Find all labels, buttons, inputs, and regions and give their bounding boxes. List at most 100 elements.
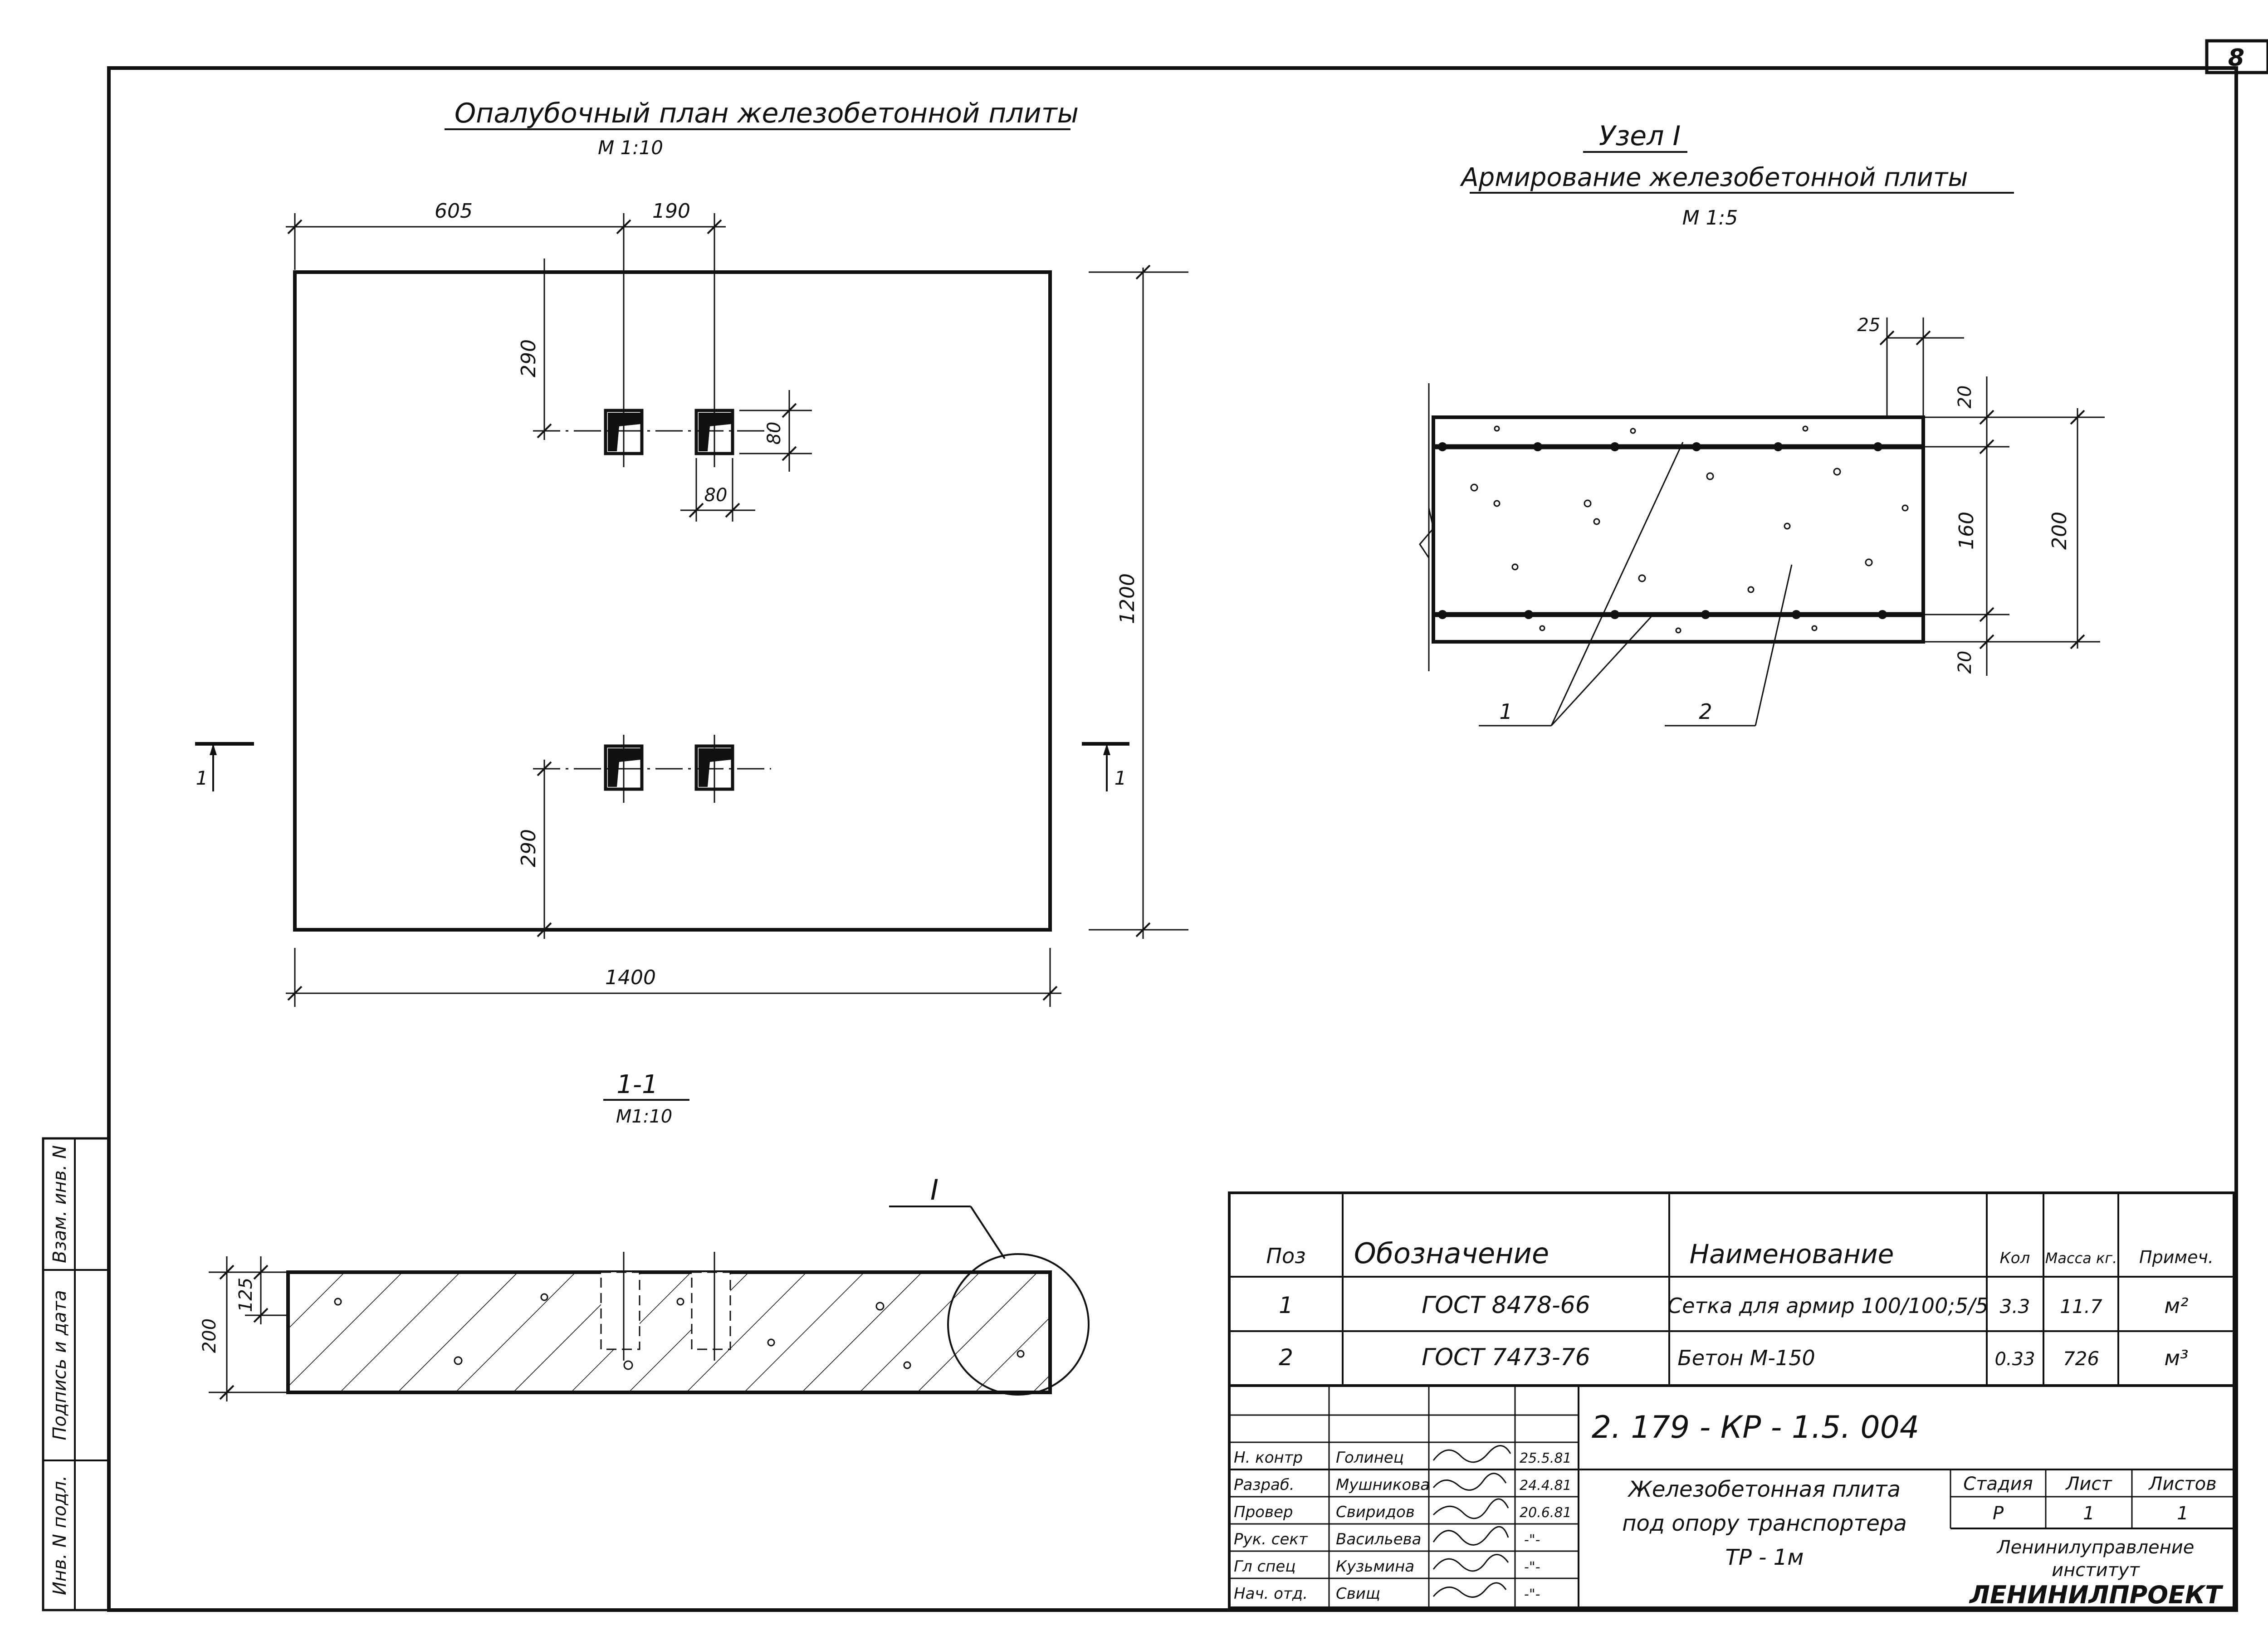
svg-text:1: 1 <box>196 767 208 789</box>
spec-header-name: Наименование <box>1690 1239 1894 1269</box>
side-stamp: Инв. N подл. Подпись и дата Взам. инв. N <box>42 1137 110 1611</box>
plan-openings <box>533 399 771 803</box>
org-line-1: Ленинилуправление <box>1996 1537 2195 1558</box>
spec-row-2-designation: ГОСТ 7473-76 <box>1422 1344 1590 1371</box>
dim-1200: 1200 <box>1116 573 1139 624</box>
date-2: 24.4.81 <box>1520 1478 1572 1494</box>
date-4: -"- <box>1524 1532 1540 1548</box>
section-dim-125: 125 <box>235 1278 256 1312</box>
plan-title: Опалубочный план железобетонной плиты <box>455 98 1079 129</box>
document-code: 2. 179 - КР - 1.5. 004 <box>1592 1410 1919 1445</box>
dim-290-bottom: 290 <box>517 829 540 867</box>
stage-header: Стадия <box>1963 1474 2033 1494</box>
role-4: Рук. сект <box>1234 1530 1308 1548</box>
org-line-3: ЛЕНИНИЛПРОЕКТ <box>1969 1581 2224 1609</box>
spec-row-1-pos: 1 <box>1279 1292 1293 1318</box>
dim-290-top: 290 <box>517 339 540 377</box>
sheet-header: Лист <box>2065 1474 2112 1494</box>
title-block: 2. 179 - КР - 1.5. 004 Н. контр Голинец … <box>1228 1384 2235 1609</box>
leader-label-1: 1 <box>1499 699 1512 724</box>
role-1: Н. контр <box>1234 1449 1303 1467</box>
opening-fill <box>699 748 731 787</box>
section-node-callout: I <box>889 1173 1006 1259</box>
spec-header-pos: Поз <box>1266 1244 1305 1268</box>
node-dimensions: 25 20 160 20 200 <box>1857 315 2085 676</box>
dim-605: 605 <box>435 200 473 223</box>
org-line-2: институт <box>2052 1560 2140 1581</box>
product-name-line-3: ТР - 1м <box>1725 1545 1804 1570</box>
spec-row-1-qty: 3.3 <box>2000 1295 2030 1318</box>
section-mark-right: 1 <box>1082 742 1129 791</box>
dim-20-bottom: 20 <box>1955 651 1975 674</box>
plan-scale: М 1:10 <box>598 137 663 159</box>
sheet-value: 1 <box>2083 1503 2094 1524</box>
spec-table: Поз Обозначение Наименование Кол Масса к… <box>1228 1191 2235 1387</box>
opening-fill <box>608 413 640 451</box>
dim-190: 190 <box>652 200 690 223</box>
name-3: Свиридов <box>1336 1503 1415 1521</box>
product-name-line-1: Железобетонная плита <box>1627 1477 1901 1502</box>
spec-header-mass: Масса кг. <box>2045 1250 2117 1267</box>
node-slab-detail <box>1419 383 2105 671</box>
role-3: Провер <box>1234 1503 1293 1521</box>
spec-row-1-name: Сетка для армир 100/100;5/5 <box>1667 1294 1989 1318</box>
spec-row-2-pos: 2 <box>1279 1344 1293 1371</box>
svg-text:1: 1 <box>1114 767 1127 789</box>
side-stamp-inv: Инв. N подл. <box>49 1475 70 1595</box>
dim-80-vertical: 80 <box>764 422 785 445</box>
sheet-number-box <box>2205 39 2268 74</box>
spec-row-2-mass: 726 <box>2063 1347 2099 1370</box>
leader-label-2: 2 <box>1699 699 1712 724</box>
sheets-value: 1 <box>2177 1503 2188 1524</box>
spec-row-2-note: м³ <box>2164 1346 2188 1370</box>
section-mark-left: 1 <box>195 742 254 791</box>
plan-slab-outline <box>293 270 1052 932</box>
dim-25: 25 <box>1857 315 1881 336</box>
node-subtitle: Армирование железобетонной плиты <box>1460 163 1968 192</box>
date-1: 25.5.81 <box>1520 1450 1572 1466</box>
stage-value: Р <box>1993 1503 2004 1524</box>
dim-160: 160 <box>1955 512 1978 550</box>
spec-row-1-mass: 11.7 <box>2060 1295 2102 1318</box>
section-title: 1-1 <box>616 1070 658 1099</box>
product-name-line-2: под опору транспортера <box>1622 1511 1907 1536</box>
opening-fill <box>699 413 731 451</box>
spec-row-1-note: м² <box>2164 1294 2188 1318</box>
role-5: Гл спец <box>1234 1557 1295 1576</box>
name-6: Свищ <box>1336 1585 1380 1603</box>
spec-row-2-name: Бетон М-150 <box>1677 1346 1815 1370</box>
section-slab <box>286 1252 1090 1396</box>
side-stamp-replace: Взам. инв. N <box>49 1145 70 1263</box>
section-scale: М1:10 <box>616 1106 672 1127</box>
dim-200: 200 <box>2048 512 2071 550</box>
date-6: -"- <box>1524 1587 1540 1602</box>
node-reference-circle <box>947 1253 1090 1396</box>
date-5: -"- <box>1524 1559 1540 1575</box>
section-dimensions: 200 125 <box>199 1256 288 1401</box>
sheet-number: 8 <box>2228 44 2244 72</box>
spec-header-note: Примеч. <box>2139 1247 2214 1267</box>
name-4: Васильева <box>1336 1530 1422 1548</box>
opening-fill <box>608 748 640 787</box>
name-2: Мушникова <box>1336 1476 1430 1494</box>
node-scale: М 1:5 <box>1682 206 1738 229</box>
node-leaders: 1 2 <box>1479 442 1793 727</box>
role-2: Разраб. <box>1234 1476 1295 1494</box>
section-dim-200: 200 <box>199 1318 220 1353</box>
spec-row-2-qty: 0.33 <box>1994 1349 2035 1370</box>
date-3: 20.6.81 <box>1520 1505 1572 1521</box>
name-5: Кузьмина <box>1336 1557 1414 1576</box>
node-ref-label: I <box>930 1173 938 1206</box>
signatures <box>1432 1445 1511 1598</box>
sheets-header: Листов <box>2148 1474 2216 1494</box>
side-stamp-signature: Подпись и дата <box>49 1290 70 1440</box>
spec-row-1-designation: ГОСТ 8478-66 <box>1422 1292 1590 1319</box>
role-6: Нач. отд. <box>1234 1585 1308 1603</box>
dim-80-horizontal: 80 <box>704 485 728 506</box>
plan-dimensions: 605 190 290 290 80 80 1200 1400 <box>286 200 1188 1007</box>
dim-1400: 1400 <box>605 966 656 989</box>
dim-20-top: 20 <box>1955 386 1975 409</box>
spec-header-designation: Обозначение <box>1354 1237 1549 1270</box>
name-1: Голинец <box>1336 1449 1404 1467</box>
